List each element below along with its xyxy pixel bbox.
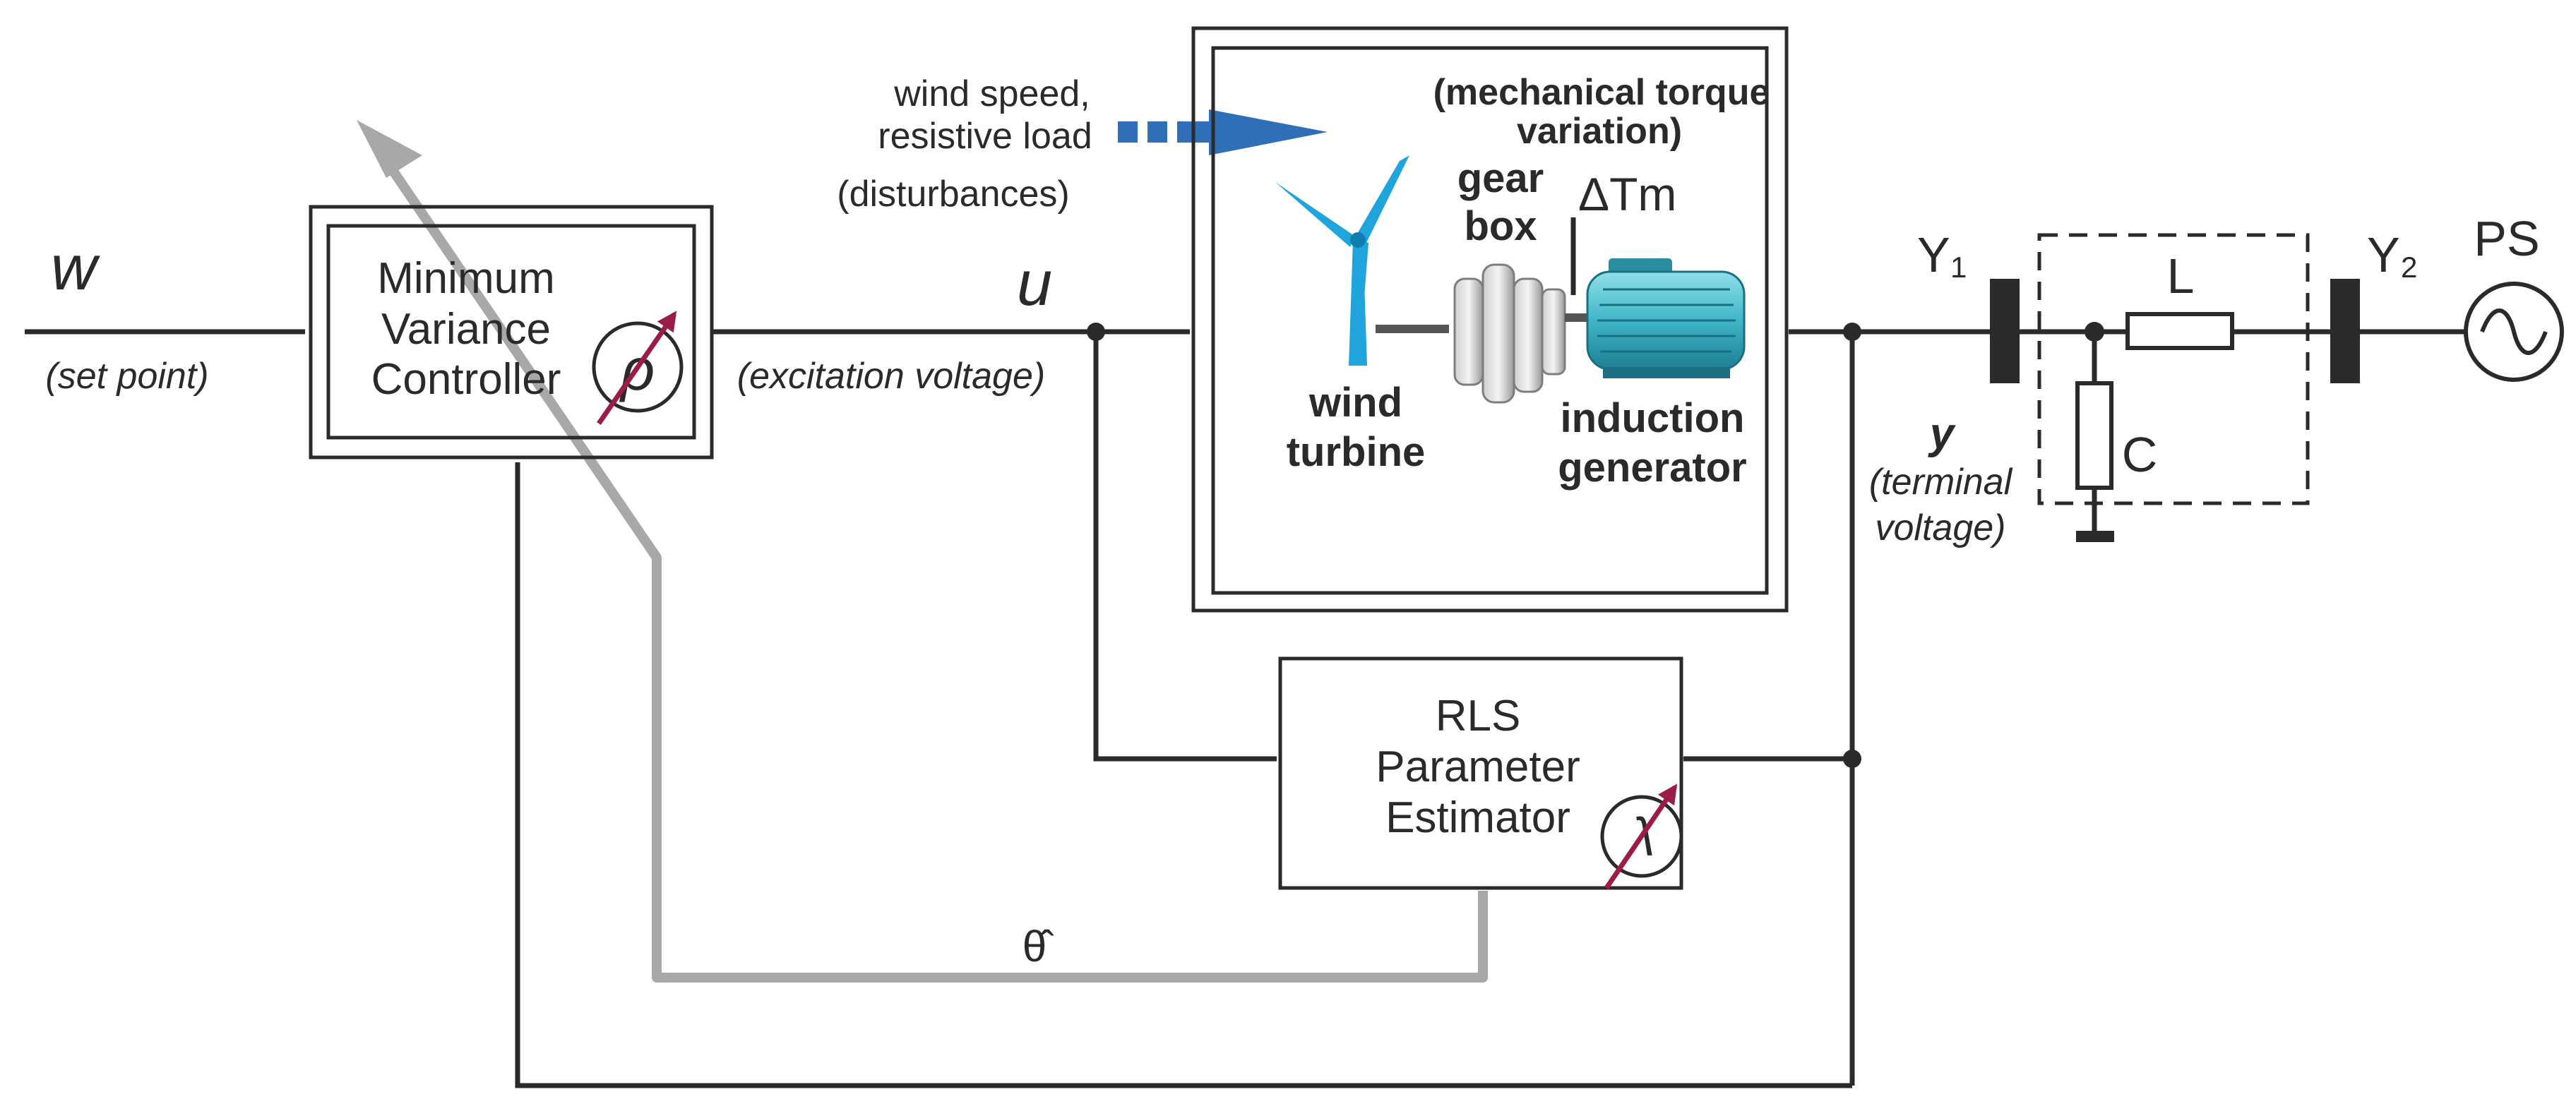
w-label: w	[51, 233, 100, 304]
rho-tuning-arrow	[597, 311, 677, 425]
wind-turbine-icon	[1275, 155, 1409, 366]
parameter-adaptation-arrowhead	[357, 120, 422, 178]
controller-label-2: Variance	[381, 305, 551, 354]
gear-1	[1453, 277, 1484, 386]
generator-label-2: generator	[1558, 445, 1747, 491]
theta-hat-label: θ̂	[1022, 923, 1054, 971]
disturbance-dash-1	[1118, 121, 1138, 143]
bus-y1-subscript: 1	[1950, 251, 1967, 284]
u-to-estimator-wire	[1093, 332, 1277, 762]
bus-y1	[1990, 279, 2020, 383]
torque-label-1: (mechanical torque	[1433, 72, 1770, 113]
bus-y1-label: Y	[1917, 227, 1950, 282]
line-model-boundary	[2037, 233, 2310, 505]
bus-y2	[2330, 279, 2360, 383]
capacitor-c	[2075, 381, 2113, 490]
minimum-variance-controller: Minimum Variance Controller ρ	[309, 205, 714, 460]
controller-label-1: Minimum	[377, 254, 554, 303]
ac-sine-wave	[2480, 308, 2548, 355]
disturbance-label-3: (disturbances)	[837, 174, 1069, 215]
turbine-hub	[1350, 232, 1366, 248]
disturbance-dash-2	[1147, 121, 1167, 143]
gear-4	[1541, 288, 1566, 376]
parameter-adaptation-path	[381, 156, 1488, 983]
plant-inner-frame	[1211, 46, 1769, 595]
bus-y2-label: Y	[2367, 227, 2400, 282]
induction-generator-icon	[1586, 258, 1746, 378]
turbine-blade-left	[1275, 182, 1354, 247]
estimator-label-2: Parameter	[1376, 743, 1580, 791]
y-to-controller-wire	[515, 462, 1852, 1088]
generator-label-1: induction	[1561, 395, 1745, 441]
plant-outer-frame	[1191, 26, 1789, 613]
terminal-label-1: (terminal	[1869, 462, 2013, 503]
lambda-tuning-arrow	[1604, 783, 1678, 889]
controller-label-3: Controller	[371, 355, 561, 404]
turbine-label-1: wind	[1308, 380, 1402, 426]
disturbance-arrowhead	[1209, 109, 1328, 155]
inductor-l	[2125, 312, 2234, 350]
controller-outer-frame	[309, 205, 714, 460]
turbine-blade-up	[1354, 155, 1409, 244]
rls-parameter-estimator: RLS Parameter Estimator λ	[1278, 656, 1683, 890]
excitation-label: (excitation voltage)	[737, 356, 1045, 397]
bus-y2-subscript: 2	[2401, 251, 2417, 284]
disturbance-label-2: resistive load	[878, 116, 1092, 157]
disturbance-input: wind speed, resistive load (disturbances…	[837, 73, 1328, 215]
capacitor-c-label: C	[2122, 427, 2158, 482]
gear-label-2: box	[1464, 203, 1537, 249]
inductor-l-label: L	[2167, 248, 2195, 304]
estimator-label-1: RLS	[1436, 692, 1521, 740]
u-label: u	[1017, 248, 1052, 319]
gear-3	[1513, 277, 1544, 393]
wind-generator-plant: (mechanical torque variation) gear box Δ…	[1191, 26, 1789, 613]
terminal-label-2: voltage)	[1876, 508, 2006, 548]
estimator-label-3: Estimator	[1385, 793, 1570, 842]
estimator-frame	[1278, 656, 1683, 890]
setpoint-label: (set point)	[45, 356, 208, 397]
turbine-blade-down	[1354, 240, 1368, 333]
y-label: y	[1928, 409, 1957, 458]
gearbox-icon	[1453, 263, 1566, 404]
power-system-label: PS	[2474, 211, 2539, 266]
generator-foot	[1603, 367, 1730, 378]
torque-label-2: variation)	[1517, 111, 1682, 152]
disturbance-label-1: wind speed,	[893, 73, 1090, 114]
signal-wires	[25, 323, 2464, 1088]
gear-2	[1481, 263, 1515, 404]
power-grid: Y 1 L C Y 2 PS	[1917, 211, 2564, 542]
ground-symbol	[2076, 531, 2114, 542]
gear-label-1: gear	[1457, 155, 1544, 201]
turbine-label-2: turbine	[1287, 429, 1426, 475]
controller-inner-frame	[326, 224, 696, 440]
delta-tm-label: ΔTm	[1578, 168, 1676, 220]
